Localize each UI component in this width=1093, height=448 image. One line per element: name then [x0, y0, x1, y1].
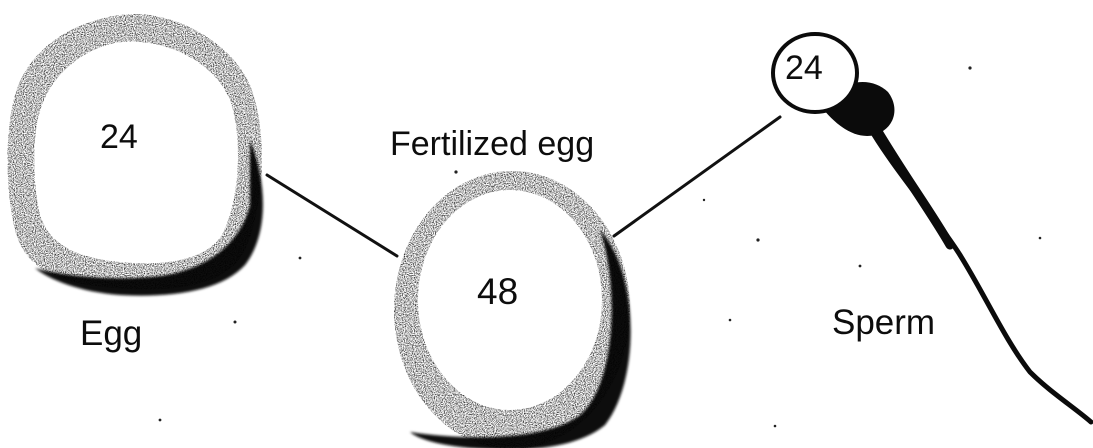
sperm-label: Sperm — [832, 305, 935, 340]
egg-label: Egg — [80, 316, 142, 351]
sperm-cell — [773, 34, 1091, 422]
egg-chromosome-count: 24 — [100, 120, 138, 154]
sperm-chromosome-count: 24 — [785, 51, 823, 85]
fertilized-egg-chromosome-count: 48 — [477, 273, 518, 310]
fertilized-egg-label: Fertilized egg — [390, 127, 594, 161]
connector-sperm-to-fertilized — [614, 117, 780, 236]
connector-egg-to-fertilized — [267, 175, 397, 256]
